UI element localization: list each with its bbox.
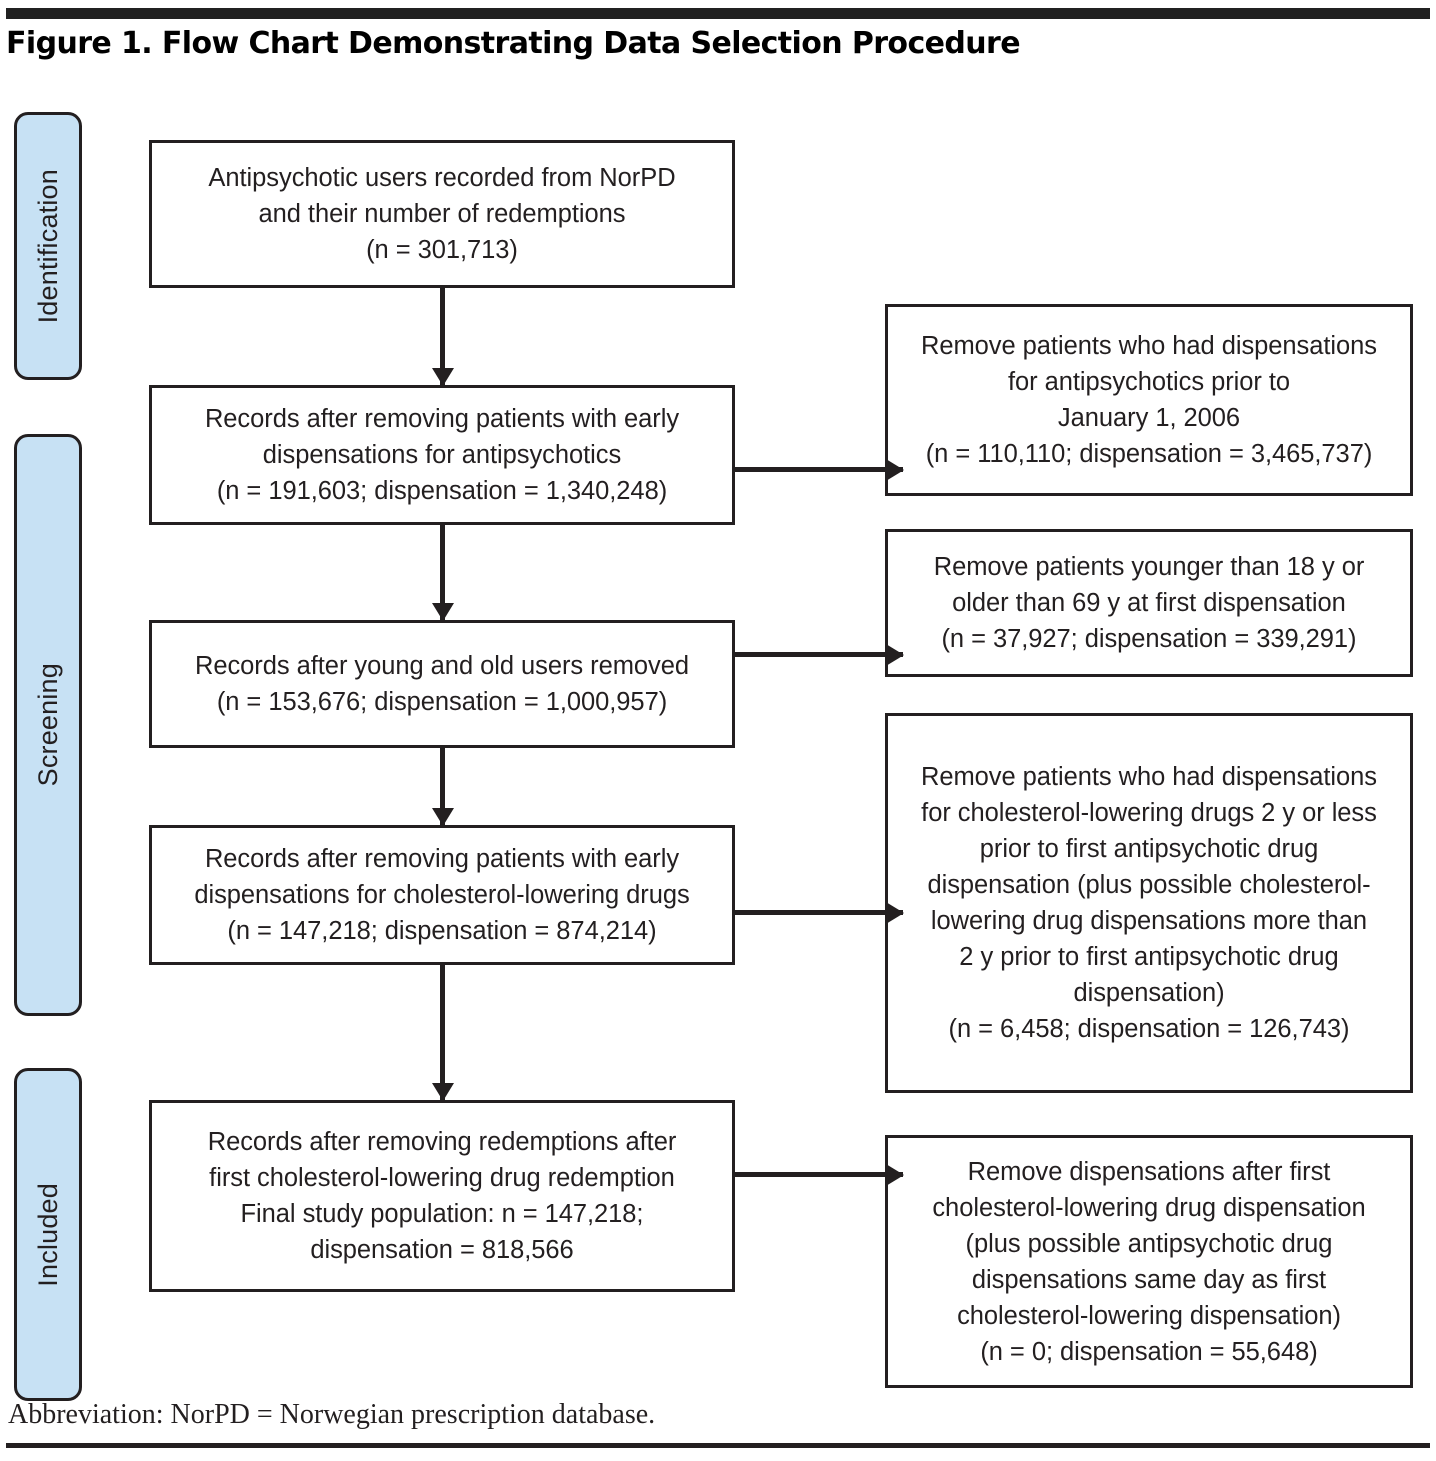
- arrow-right-to-exclude-after-first-cholesterol: [735, 1172, 903, 1177]
- arrow-down-after-age-to-after-early-cholesterol: [440, 748, 445, 825]
- flow-box-exclude-age-text: Remove patients younger than 18 y or old…: [933, 553, 1365, 653]
- flow-box-exclude-early-antipsychotics: Remove patients who had dispensations fo…: [885, 304, 1413, 496]
- stage-rail-included: Included: [14, 1068, 82, 1401]
- flow-box-exclude-after-first-cholesterol: Remove dispensations after first cholest…: [885, 1135, 1413, 1388]
- flow-box-after-early-antipsychotics-text: Records after removing patients with ear…: [204, 405, 680, 505]
- stage-label-identification: Identification: [32, 168, 63, 324]
- stage-label-included: Included: [32, 1182, 63, 1287]
- flow-box-after-early-cholesterol: Records after removing patients with ear…: [149, 825, 735, 965]
- flow-box-after-early-antipsychotics: Records after removing patients with ear…: [149, 385, 735, 525]
- flow-box-exclude-age: Remove patients younger than 18 y or old…: [885, 529, 1413, 677]
- flow-box-final-population-text: Records after removing redemptions after…: [207, 1128, 677, 1264]
- flow-box-final-population: Records after removing redemptions after…: [149, 1100, 735, 1292]
- arrow-down-identified-to-after-early-antipsychotics: [440, 288, 445, 385]
- arrow-right-to-exclude-age: [735, 652, 903, 657]
- abbreviation-note: Abbreviation: NorPD = Norwegian prescrip…: [8, 1399, 656, 1430]
- flow-box-exclude-early-cholesterol-text: Remove patients who had dispensations fo…: [920, 763, 1378, 1043]
- flow-box-exclude-early-cholesterol: Remove patients who had dispensations fo…: [885, 713, 1413, 1093]
- top-horizontal-rule: [6, 8, 1430, 19]
- flow-box-identified-text: Antipsychotic users recorded from NorPD …: [208, 164, 676, 264]
- stage-label-screening: Screening: [32, 663, 63, 787]
- flow-box-exclude-early-antipsychotics-text: Remove patients who had dispensations fo…: [920, 332, 1378, 468]
- flow-box-after-age-filter-text: Records after young and old users remove…: [194, 652, 690, 716]
- flow-box-after-age-filter: Records after young and old users remove…: [149, 620, 735, 748]
- arrow-down-after-early-antipsychotics-to-after-age: [440, 525, 445, 620]
- arrow-right-to-exclude-early-antipsychotics: [735, 467, 903, 472]
- bottom-horizontal-rule: [6, 1443, 1430, 1448]
- arrow-down-after-early-cholesterol-to-final: [440, 965, 445, 1100]
- flow-box-after-early-cholesterol-text: Records after removing patients with ear…: [194, 845, 690, 945]
- arrow-right-to-exclude-early-cholesterol: [735, 910, 903, 915]
- stage-rail-identification: Identification: [14, 112, 82, 380]
- flow-box-exclude-after-first-cholesterol-text: Remove dispensations after first cholest…: [932, 1157, 1366, 1366]
- figure-title: Figure 1. Flow Chart Demonstrating Data …: [6, 26, 1021, 61]
- stage-rail-screening: Screening: [14, 434, 82, 1016]
- flow-box-identified: Antipsychotic users recorded from NorPD …: [149, 140, 735, 288]
